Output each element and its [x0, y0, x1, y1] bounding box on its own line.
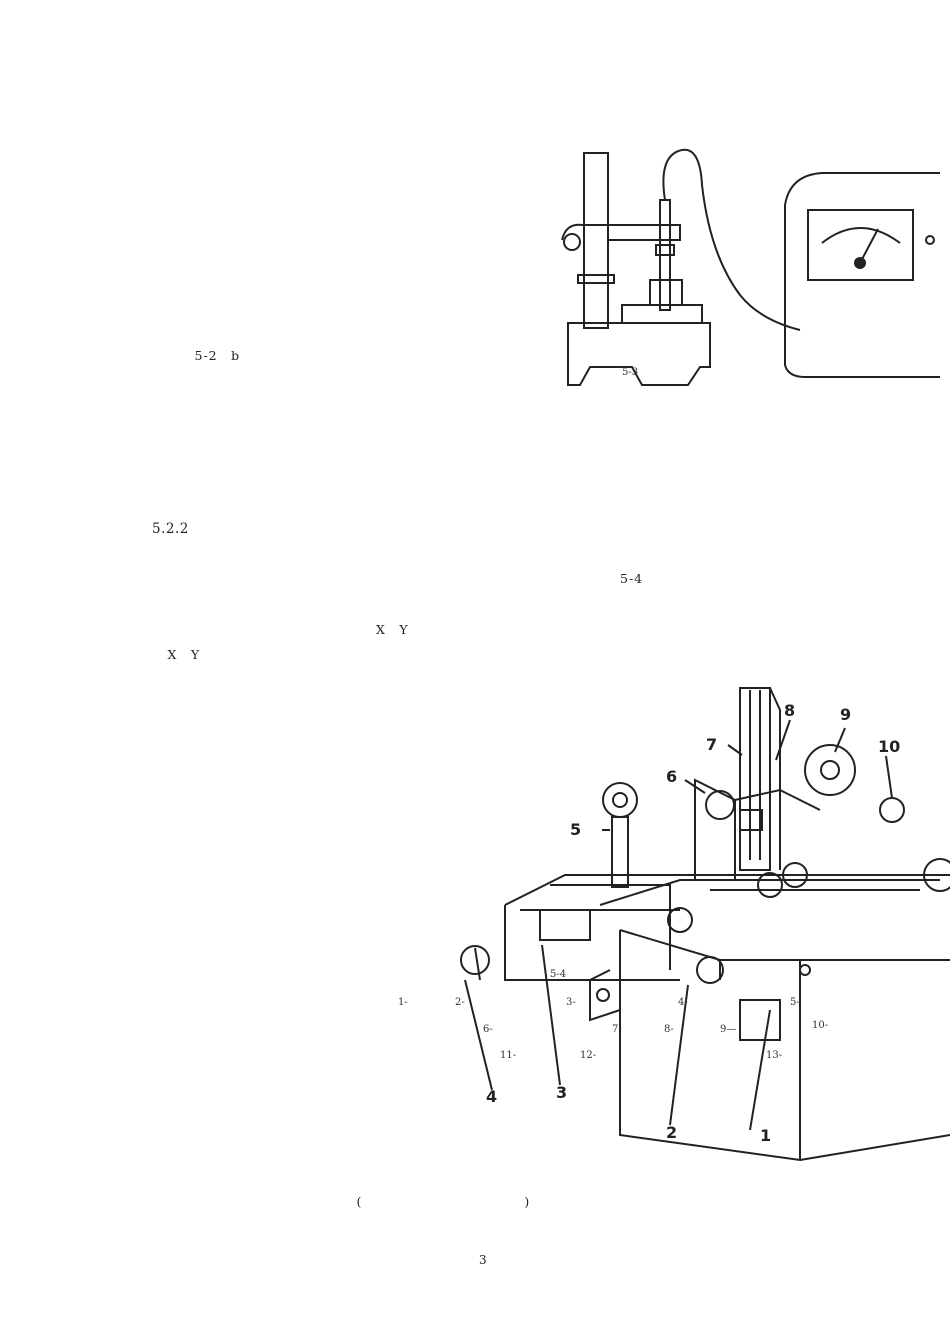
figure-5-3-illustration — [561, 148, 940, 386]
legend-item-12: 12- — [580, 1050, 717, 1061]
figure-5-4-number-1: 1 — [760, 1126, 771, 1145]
figure-reference-number: 5-4 — [620, 571, 671, 586]
paragraph-2-line-2 — [127, 420, 505, 439]
legend-item-13-cont — [398, 1072, 428, 1087]
left-column-line-2 — [127, 694, 303, 713]
legend-item-10: 10- — [812, 1020, 829, 1031]
legend-item-1: 1- — [398, 997, 438, 1008]
left-column-line-13 — [127, 967, 195, 986]
figure-5-3-caption: 5-3 — [612, 367, 689, 378]
legend-item-5-cont — [398, 1020, 448, 1035]
left-column-line-8 — [127, 844, 222, 863]
left-column-line-14 — [160, 995, 336, 1014]
paragraph-1-line-1 — [160, 120, 349, 139]
left-column-line-1 — [127, 669, 303, 688]
paragraph-1-line-10: 5-2 b — [127, 348, 349, 363]
figure-5-4-number-6: 6 — [666, 767, 677, 786]
paragraph-1-line-7 — [127, 270, 492, 289]
figure-5-4-illustration: 1 2 3 4 5 6 7 8 9 10 — [460, 687, 950, 1162]
bottom-line-1 — [160, 1141, 525, 1160]
figure-5-4-number-4: 4 — [486, 1087, 497, 1106]
page-number: 3 — [479, 1253, 487, 1267]
paragraph-2-line-1 — [160, 395, 525, 414]
legend-item-4: 4- — [678, 997, 748, 1008]
left-column-line-15 — [127, 1020, 316, 1039]
left-column-line-12 — [127, 942, 303, 961]
figure-5-4-number-5: 5 — [570, 820, 581, 839]
figure-5-4-title: 5-4 — [540, 969, 617, 980]
paragraph-1-line-2 — [127, 145, 330, 164]
bottom-line-2 — [127, 1166, 492, 1185]
left-column-line-7 — [127, 819, 303, 838]
legend-item-8: 8- — [664, 1024, 704, 1035]
figure-5-4-number-10: 10 — [878, 737, 900, 756]
figure-reference-text — [160, 568, 444, 587]
paragraph-2-line-4 — [127, 470, 208, 489]
figure-5-4-number-3: 3 — [556, 1083, 567, 1102]
left-column-line-3 — [127, 719, 303, 738]
section-heading: 5.2.2 — [152, 521, 329, 537]
left-column-line-19 — [127, 1120, 303, 1139]
legend-item-13: 13- — [766, 1050, 813, 1061]
legend-item-10-cont — [398, 1046, 458, 1061]
figure-5-4-number-2: 2 — [666, 1123, 677, 1142]
xy-line-2: X Y — [127, 647, 633, 662]
paragraph-1-line-6 — [127, 245, 519, 264]
paragraph-2-line-3 — [127, 445, 505, 464]
legend-item-11: 11- — [500, 1050, 557, 1061]
paragraph-1-line-5 — [127, 220, 330, 239]
left-column-line-17 — [127, 1070, 316, 1089]
figure-5-4-number-8: 8 — [784, 701, 795, 720]
figure-5-4-number-9: 9 — [840, 705, 851, 724]
left-column-line-18 — [127, 1095, 316, 1114]
paragraph-1-line-8 — [127, 295, 316, 314]
left-column-line-9 — [160, 867, 336, 886]
figure-5-4-number-7: 7 — [706, 735, 717, 754]
paragraph-1-line-4 — [127, 195, 330, 214]
bottom-line-3: ( ) — [127, 1194, 666, 1209]
legend-item-2: 2- — [455, 997, 525, 1008]
left-column-line-10 — [127, 892, 303, 911]
legend-item-6: 6- — [483, 1024, 573, 1035]
left-column-line-11 — [127, 917, 303, 936]
paragraph-1-line-3 — [127, 170, 330, 189]
left-column-line-4 — [127, 744, 303, 763]
left-column-line-16 — [127, 1045, 316, 1064]
legend-item-3: 3- — [566, 997, 636, 1008]
legend-item-5: 5- — [790, 997, 820, 1008]
left-column-line-6 — [127, 794, 303, 813]
legend-item-7: 7- — [612, 1024, 652, 1035]
paragraph-1-line-9 — [127, 320, 330, 339]
paragraph-1-line-11 — [127, 370, 330, 389]
legend-item-9: 9— — [720, 1024, 787, 1035]
left-column-line-5 — [127, 769, 303, 788]
xy-line-1: X Y — [160, 622, 679, 637]
